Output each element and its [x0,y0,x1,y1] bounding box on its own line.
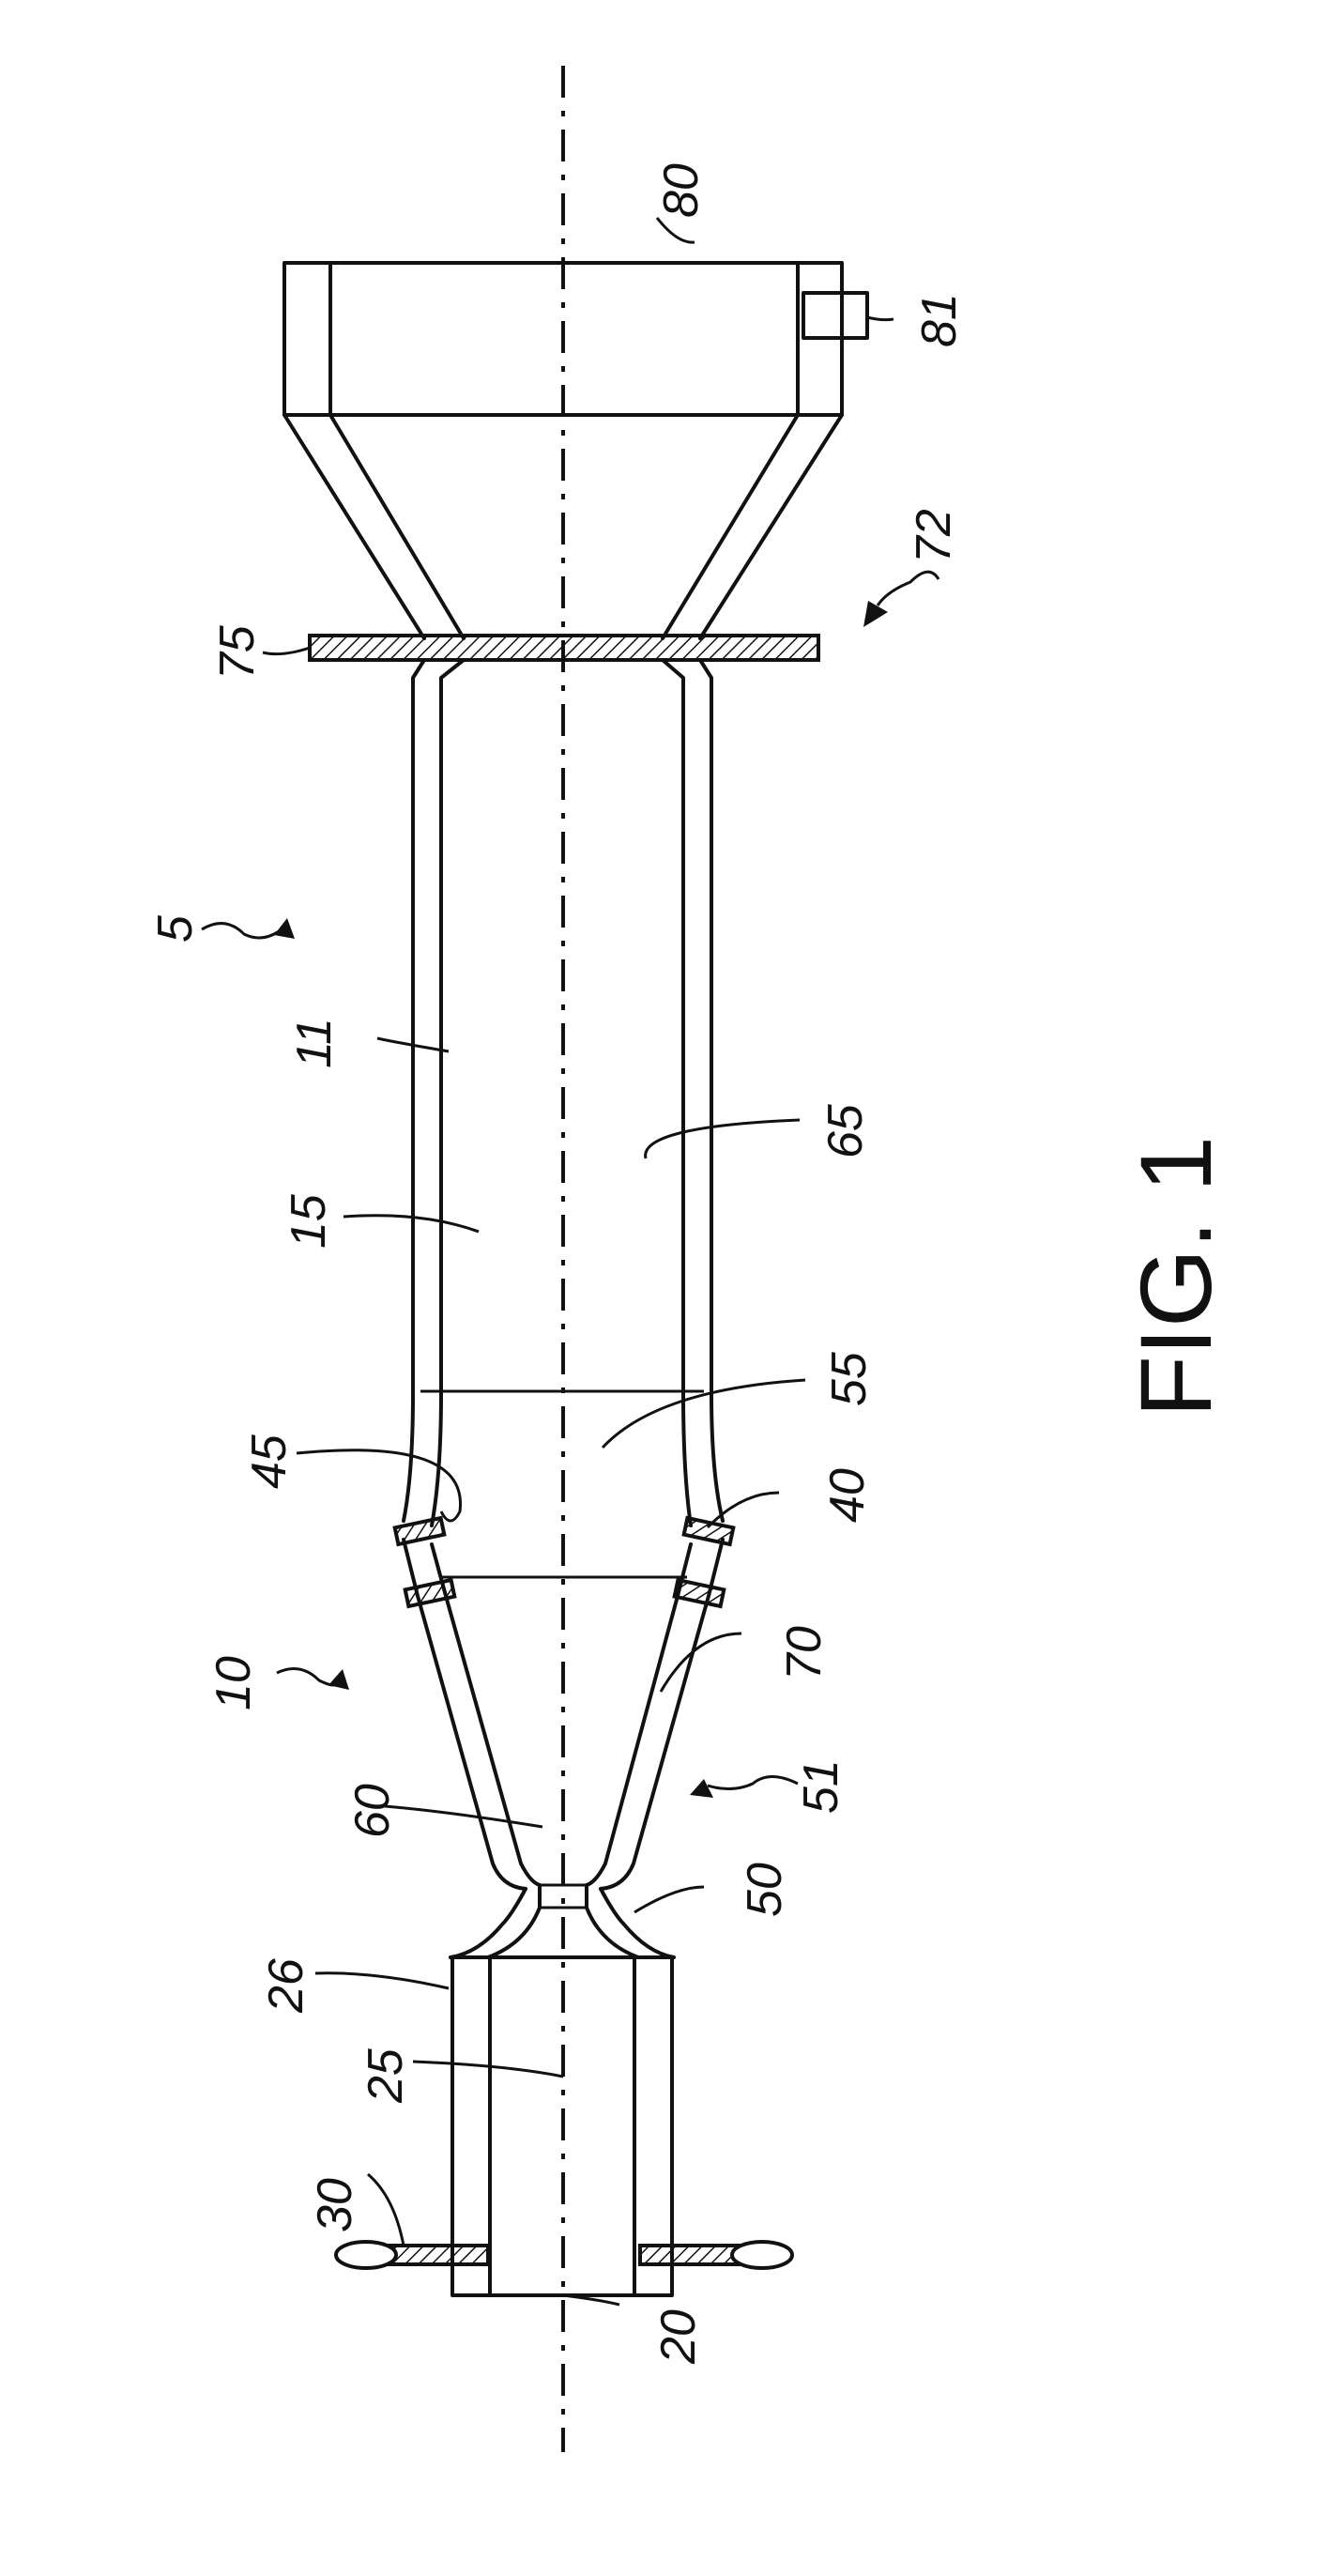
label-60: 60 [345,1784,400,1838]
label-50: 50 [738,1863,792,1917]
label-72: 72 [907,509,961,563]
label-10: 10 [206,1656,261,1710]
label-15: 15 [282,1193,336,1249]
reference-labels: 80 81 72 75 5 11 65 15 55 45 40 70 10 51… [148,163,967,2365]
arrow-51 [690,1777,798,1799]
label-45: 45 [242,1434,297,1489]
figure-caption: FIG. 1 [1119,1136,1232,1418]
flange-75 [310,636,818,660]
label-70: 70 [777,1626,832,1680]
label-81: 81 [912,293,967,347]
label-26: 26 [259,1958,313,2014]
label-75: 75 [210,624,265,680]
arrow-5 [202,918,295,939]
label-80: 80 [654,163,709,218]
arrow-72 [863,572,939,627]
label-25: 25 [359,2047,413,2104]
arrow-10 [277,1669,349,1691]
label-30: 30 [308,2178,362,2232]
label-65: 65 [818,1103,873,1158]
label-51: 51 [794,1759,848,1814]
label-5: 5 [148,914,203,943]
label-11: 11 [287,1018,342,1068]
connector-81 [803,293,867,338]
label-20: 20 [651,2309,706,2365]
label-55: 55 [822,1351,877,1406]
label-40: 40 [820,1468,875,1523]
